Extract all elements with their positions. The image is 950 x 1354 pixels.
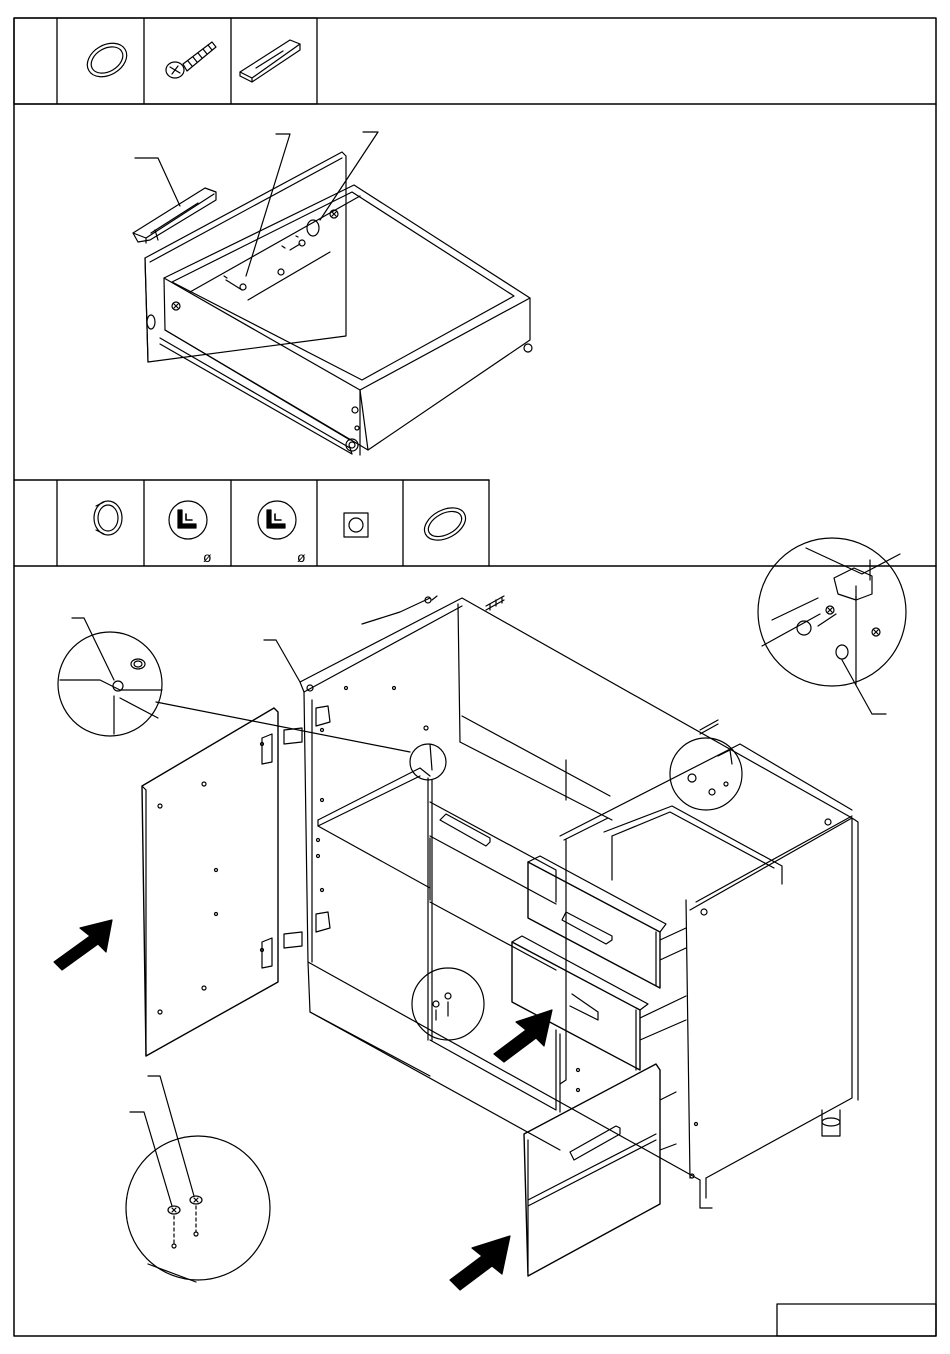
bar-handle-icon (240, 40, 300, 82)
detail-circle-floor-screws (126, 1076, 270, 1282)
knob-icon (94, 501, 122, 535)
diameter-label: ø (203, 549, 212, 565)
parts-row-top (14, 18, 936, 104)
cabinet-door (142, 708, 278, 1056)
corner-connector-icon (169, 501, 207, 539)
diameter-label: ø (297, 549, 306, 565)
insert-arrow (450, 1236, 510, 1290)
cabinet-drawing (262, 596, 858, 1276)
oval-cap-icon (81, 37, 132, 84)
oval-cap-icon (419, 501, 471, 546)
drawer-assembly-drawing (133, 132, 532, 455)
detail-circle-top-bracket (670, 538, 906, 810)
insert-arrow (494, 1010, 552, 1062)
detail-circle-drawer-screw (412, 968, 484, 1040)
page-number-box (777, 1304, 936, 1336)
parts-row-mid (14, 480, 936, 566)
corner-connector-icon (258, 501, 296, 539)
insert-arrow (54, 920, 112, 970)
screw-icon (166, 42, 216, 78)
detail-circle-hinge-hole (58, 618, 446, 780)
square-plate-icon (344, 513, 368, 537)
